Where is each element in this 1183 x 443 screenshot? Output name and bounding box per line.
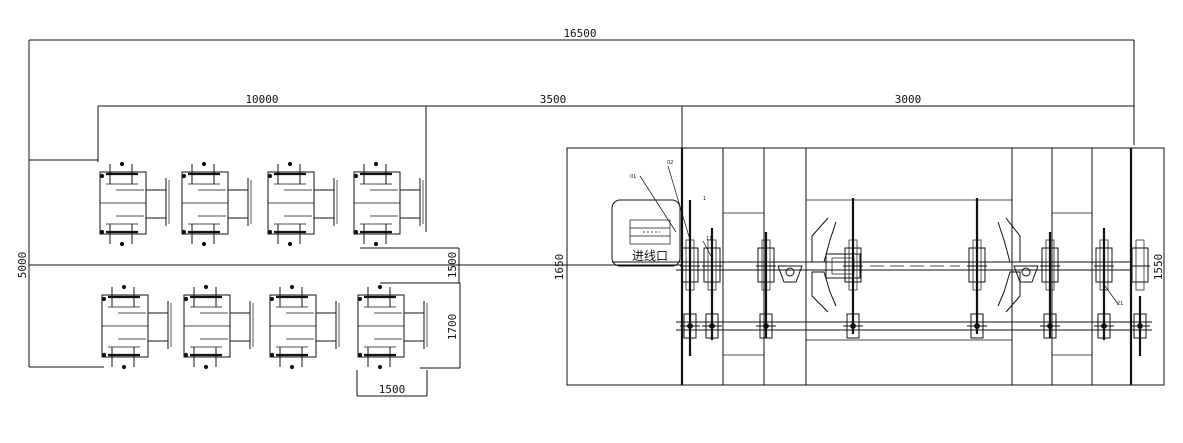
dim-3000: 3000: [895, 93, 922, 106]
callout-02: 02: [667, 160, 673, 166]
payoff-units: [99, 161, 428, 370]
head-disc-3: [756, 232, 776, 339]
head-disc-1: [680, 200, 700, 356]
callout-11: 11: [706, 236, 712, 242]
dim-10000: 10000: [245, 93, 278, 106]
callout-1: 1: [703, 196, 706, 202]
payoff-unit-bottom-3: [269, 284, 340, 370]
dim-1550: 1550: [1152, 254, 1165, 281]
payoff-unit-bottom-1: [101, 284, 172, 370]
head-disc-7: [1094, 228, 1114, 340]
machine-frame: 1650 1550: [553, 147, 1165, 386]
head-disc-6: [1040, 232, 1060, 339]
dim-1500-width: 1500: [379, 383, 406, 396]
callouts: 01 02 1 11 21: [630, 160, 1123, 307]
main-shafts: [676, 261, 1152, 331]
head-disc-8: [1130, 239, 1150, 356]
head-disc-5: [967, 198, 987, 339]
dim-3500: 3500: [540, 93, 567, 106]
dim-1700: 1700: [446, 314, 459, 341]
dim-1650: 1650: [553, 254, 566, 281]
payoff-unit-top-4: [353, 161, 424, 247]
dimension-unit: 1500 1700 1500: [356, 247, 461, 397]
wire-arms: [687, 217, 1143, 329]
machine-heads: [680, 198, 1150, 356]
payoff-unit-top-2: [181, 161, 252, 247]
dimension-total-length: 16500: [28, 27, 1135, 160]
payoff-unit-top-1: [99, 161, 170, 247]
dim-1500-spacing: 1500: [446, 252, 459, 279]
callout-01: 01: [630, 174, 636, 180]
dimension-total-width: 5000: [16, 159, 104, 368]
payoff-unit-bottom-4: [357, 284, 428, 370]
inlet-label: 进线口: [632, 249, 668, 263]
dim-16500: 16500: [563, 27, 596, 40]
dimension-row-2: 10000 3500 3000: [97, 93, 1134, 232]
payoff-unit-bottom-2: [183, 284, 254, 370]
head-disc-2: [702, 228, 722, 340]
dim-5000: 5000: [16, 252, 29, 279]
payoff-unit-top-3: [267, 161, 338, 247]
callout-21: 21: [1117, 301, 1123, 307]
inlet-box: 进线口: [611, 199, 682, 267]
